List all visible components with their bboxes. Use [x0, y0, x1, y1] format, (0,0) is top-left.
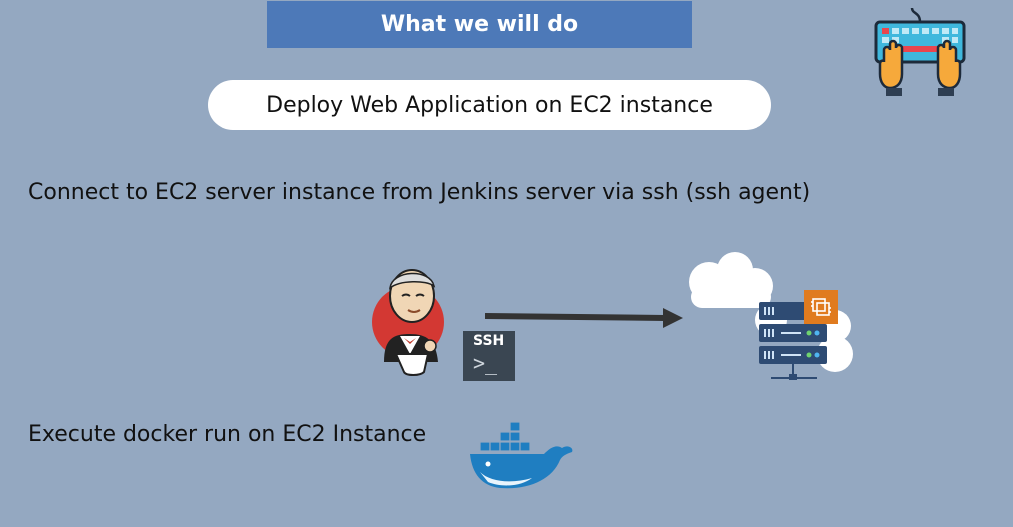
jenkins-butler-icon [372, 269, 444, 376]
arrow-right-icon [485, 308, 683, 328]
page-title: What we will do [380, 12, 579, 37]
docker-whale-icon [470, 421, 573, 489]
ssh-badge-prompt: >_ [473, 351, 498, 375]
subtitle-pill: Deploy Web Application on EC2 instance [208, 80, 771, 130]
subtitle-text: Deploy Web Application on EC2 instance [266, 92, 713, 118]
ssh-terminal-icon: SSH >_ [463, 331, 515, 381]
ssh-badge-label: SSH [473, 333, 505, 349]
header-title-bar: What we will do [267, 1, 692, 48]
step-docker-run-text: Execute docker run on EC2 Instance [28, 422, 427, 447]
step-connect-text: Connect to EC2 server instance from Jenk… [28, 180, 811, 205]
cloud-server-icon [689, 252, 853, 380]
keyboard-hands-icon [874, 7, 966, 96]
